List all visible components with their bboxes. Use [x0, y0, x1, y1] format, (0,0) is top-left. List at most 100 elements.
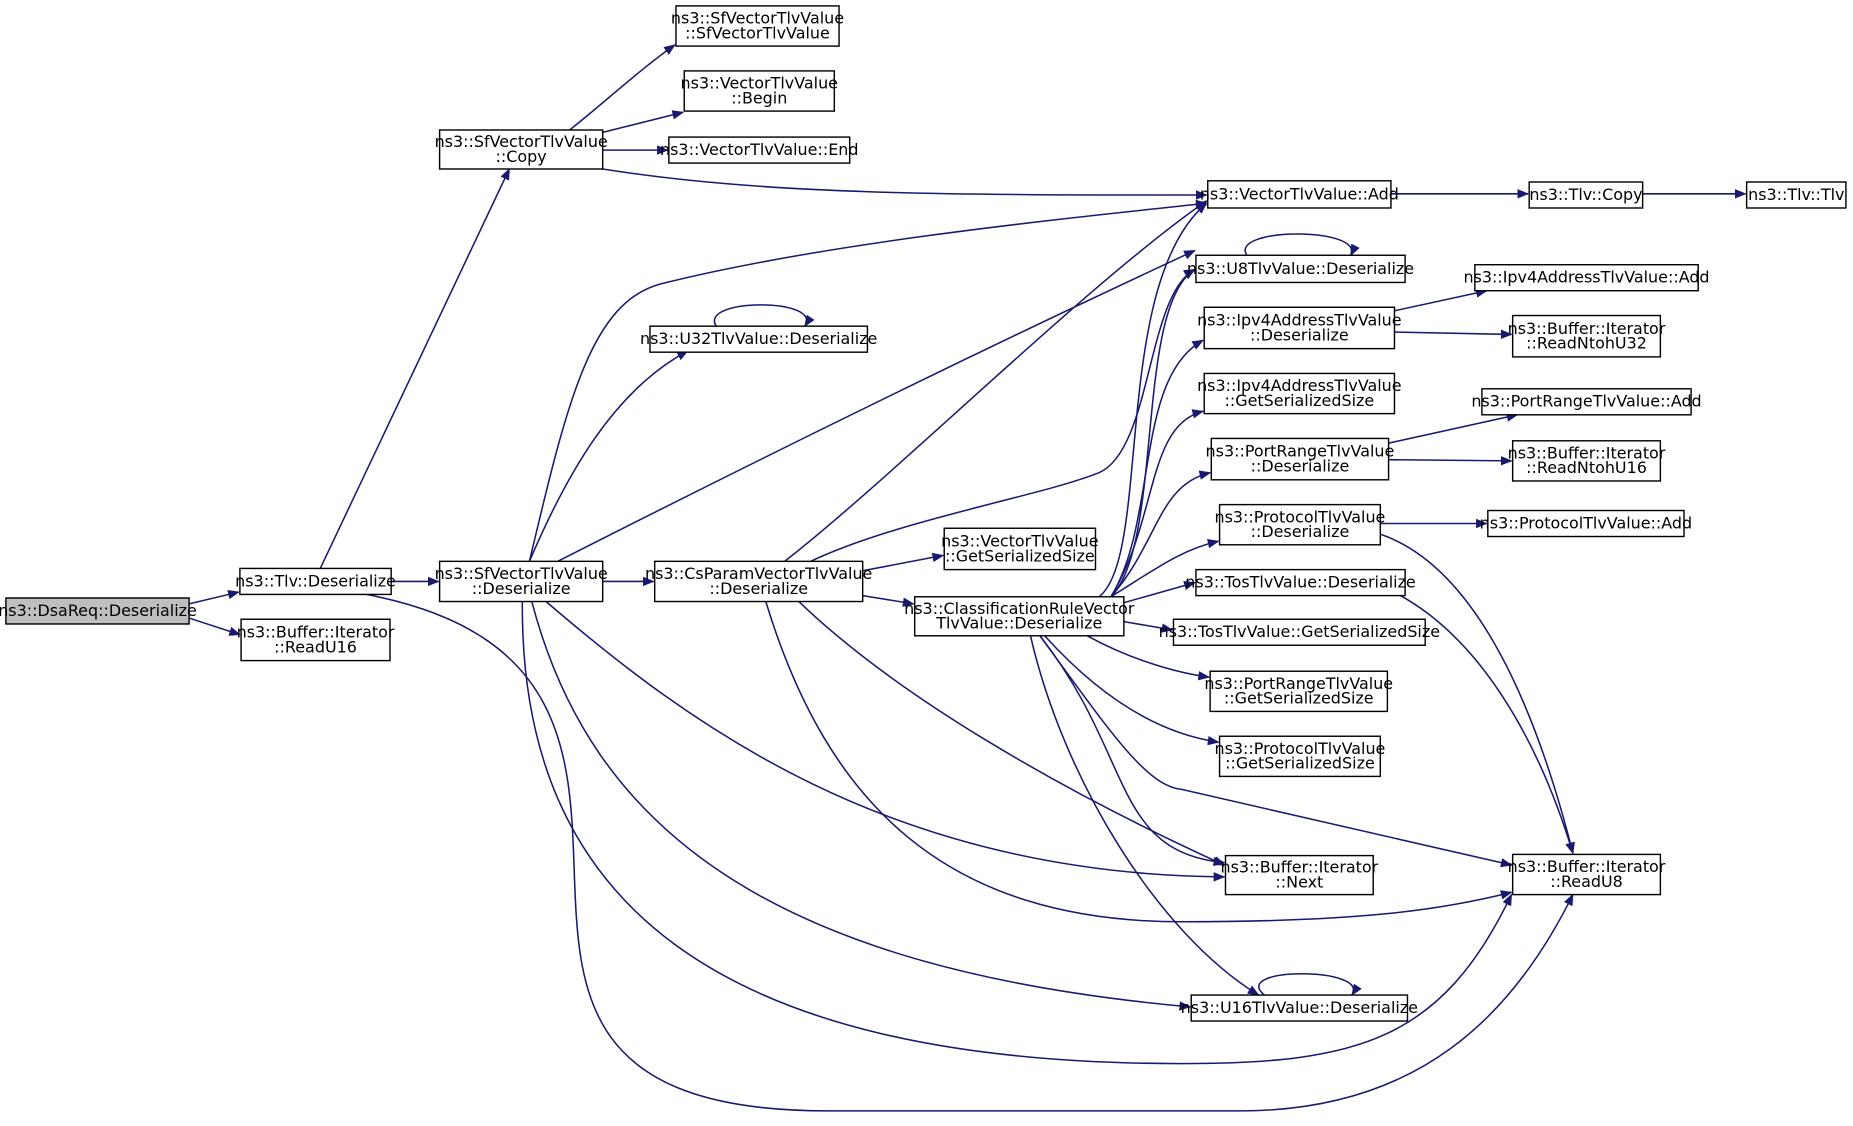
edge-dsareq_deserialize-to-buffer_iterator_readu16: [188, 617, 242, 636]
node-label: ns3::Ipv4AddressTlvValue::Add: [1463, 268, 1709, 287]
edge-classrule_deserialize-to-u16_deserialize: [1029, 635, 1260, 996]
node-label: ns3::TosTlvValue::Deserialize: [1185, 573, 1415, 592]
node-buffer_iterator_readu8[interactable]: ns3::Buffer::Iterator::ReadU8: [1508, 853, 1666, 896]
node-tlv_copy[interactable]: ns3::Tlv::Copy: [1528, 181, 1644, 209]
node-ipv4_add[interactable]: ns3::Ipv4AddressTlvValue::Add: [1463, 264, 1710, 292]
node-u8_deserialize[interactable]: ns3::U8TlvValue::Deserialize: [1187, 254, 1414, 284]
edge-classrule_deserialize-to-vector_add: [1098, 202, 1208, 598]
node-portrange_getserializedsize[interactable]: ns3::PortRangeTlvValue::GetSerializedSiz…: [1204, 670, 1393, 713]
node-box: [1195, 568, 1406, 597]
node-buffer_iterator_next[interactable]: ns3::Buffer::Iterator::Next: [1220, 854, 1379, 896]
edge-portrange_deserialize-to-buffer_iterator_readntohu16: [1388, 456, 1513, 466]
node-box: [5, 597, 190, 625]
node-label: ns3::U8TlvValue::Deserialize: [1187, 259, 1414, 278]
node-label: ns3::VectorTlvValue: [941, 532, 1098, 551]
edge-csparam_deserialize-to-buffer_iterator_next: [798, 600, 1226, 866]
edge-classrule_deserialize-to-buffer_iterator_readu8: [1039, 635, 1513, 868]
node-label: ns3::TosTlvValue::GetSerializedSize: [1159, 622, 1440, 641]
node-ipv4_getserializedsize[interactable]: ns3::Ipv4AddressTlvValue::GetSerializedS…: [1197, 372, 1402, 415]
node-box: [239, 567, 392, 596]
node-buffer_iterator_readntohu32[interactable]: ns3::Buffer::Iterator::ReadNtohU32: [1508, 314, 1666, 358]
node-label: ns3::Tlv::Deserialize: [235, 571, 396, 590]
node-label: ns3::VectorTlvValue::Add: [1200, 184, 1399, 203]
node-label: ns3::Buffer::Iterator: [1220, 858, 1378, 877]
edge-csparam_deserialize-to-u8_deserialize: [810, 268, 1196, 563]
node-label: ns3::U16TlvValue::Deserialize: [1181, 998, 1418, 1017]
node-tlv_tlv[interactable]: ns3::Tlv::Tlv: [1745, 181, 1847, 209]
node-box: [1511, 853, 1662, 896]
node-label: ns3::Ipv4AddressTlvValue: [1197, 311, 1402, 330]
node-box: [683, 70, 836, 112]
node-vector_getserializedsize[interactable]: ns3::VectorTlvValue::GetSerializedSize: [941, 527, 1099, 571]
node-protocol_getserializedsize[interactable]: ns3::ProtocolTlvValue::GetSerializedSize: [1214, 735, 1385, 778]
edge-classrule_deserialize-to-ipv4_getserializedsize: [1110, 409, 1205, 598]
node-ipv4_deserialize[interactable]: ns3::Ipv4AddressTlvValue::Deserialize: [1197, 306, 1402, 350]
node-box: [1224, 854, 1374, 896]
node-box: [1207, 180, 1392, 209]
node-label: ns3::Buffer::Iterator: [1508, 319, 1666, 338]
edges-layer: [188, 44, 1747, 1112]
edge-tlv_deserialize-to-buffer_iterator_readu8: [366, 593, 1574, 1112]
edge-classrule_deserialize-to-tos_deserialize: [1123, 580, 1196, 604]
node-label: ::GetSerializedSize: [1225, 391, 1375, 410]
node-u32_deserialize[interactable]: ns3::U32TlvValue::Deserialize: [640, 325, 877, 353]
node-vector_end[interactable]: ns3::VectorTlvValue::End: [660, 136, 859, 164]
node-u16_deserialize[interactable]: ns3::U16TlvValue::Deserialize: [1181, 994, 1418, 1022]
edge-sfvector_deserialize-to-buffer_iterator_next: [545, 600, 1226, 882]
node-label: ::Deserialize: [1251, 456, 1350, 475]
node-portrange_add[interactable]: ns3::PortRangeTlvValue::Add: [1471, 388, 1702, 416]
edge-portrange_deserialize-to-portrange_add: [1388, 412, 1519, 444]
edge-csparam_deserialize-to-vector_getserializedsize: [862, 552, 945, 572]
node-vector_add[interactable]: ns3::VectorTlvValue::Add: [1200, 180, 1399, 209]
node-vector_begin[interactable]: ns3::VectorTlvValue::Begin: [681, 70, 838, 112]
node-box: [1511, 440, 1662, 482]
node-label: ::Copy: [496, 147, 547, 166]
nodes-group: ns3::DsaReq::Deserialize ns3::Tlv::Deseri…: [0, 5, 1847, 1022]
node-classrule_deserialize[interactable]: ns3::ClassificationRuleVectorTlvValue::D…: [904, 596, 1135, 637]
node-protocol_deserialize[interactable]: ns3::ProtocolTlvValue::Deserialize: [1214, 503, 1385, 546]
node-label: ns3::Ipv4AddressTlvValue: [1197, 376, 1402, 395]
edge-csparam_deserialize-to-buffer_iterator_readu8: [765, 601, 1513, 923]
node-box: [1511, 314, 1662, 358]
node-label: ns3::ProtocolTlvValue::Add: [1480, 513, 1692, 532]
node-tlv_deserialize[interactable]: ns3::Tlv::Deserialize: [235, 567, 396, 596]
node-label: ns3::PortRangeTlvValue: [1206, 442, 1395, 461]
node-box: [1195, 254, 1406, 284]
node-sfvector_ctor[interactable]: ns3::SfVectorTlvValue::SfVectorTlvValue: [671, 5, 844, 47]
node-label: ns3::VectorTlvValue::End: [660, 140, 858, 159]
node-label: ns3::VectorTlvValue: [681, 74, 838, 93]
edge-classrule_deserialize-to-portrange_deserialize: [1110, 470, 1212, 598]
node-box: [1203, 306, 1396, 350]
node-box: [1203, 372, 1396, 415]
edge-sfvector_deserialize-to-buffer_iterator_readu8: [521, 601, 1513, 1065]
node-buffer_iterator_readu16[interactable]: ns3::Buffer::Iterator::ReadU16: [237, 618, 395, 662]
node-portrange_deserialize[interactable]: ns3::PortRangeTlvValue::Deserialize: [1206, 437, 1395, 481]
node-box: [1172, 618, 1426, 646]
node-label: ns3::DsaReq::Deserialize: [0, 601, 197, 620]
node-label: ns3::Tlv::Tlv: [1748, 185, 1844, 204]
node-box: [1218, 735, 1382, 778]
node-sfvector_deserialize[interactable]: ns3::SfVectorTlvValue::Deserialize: [435, 560, 608, 603]
node-dsareq_deserialize[interactable]: ns3::DsaReq::Deserialize: [0, 597, 197, 625]
node-label: ::SfVectorTlvValue: [685, 23, 830, 42]
node-box: [1745, 181, 1847, 209]
node-label: ns3::Buffer::Iterator: [237, 623, 395, 642]
edge-sfvector_deserialize-to-u32_deserialize: [528, 350, 689, 562]
node-tos_deserialize[interactable]: ns3::TosTlvValue::Deserialize: [1185, 568, 1416, 597]
node-buffer_iterator_readntohu16[interactable]: ns3::Buffer::Iterator::ReadNtohU16: [1508, 440, 1666, 482]
node-label: ::GetSerializedSize: [1224, 689, 1374, 708]
node-sfvector_copy[interactable]: ns3::SfVectorTlvValue::Copy: [435, 129, 608, 170]
node-protocol_add[interactable]: ns3::ProtocolTlvValue::Add: [1480, 509, 1692, 538]
edge-classrule_deserialize-to-protocol_deserialize: [1110, 538, 1220, 598]
edge-classrule_deserialize-to-u8_deserialize: [1110, 268, 1196, 598]
node-label: ns3::ProtocolTlvValue: [1214, 739, 1385, 758]
node-box: [675, 5, 840, 47]
node-csparam_deserialize[interactable]: ns3::CsParamVectorTlvValue::Deserialize: [645, 560, 872, 603]
node-label: ::Begin: [731, 88, 787, 107]
node-box: [913, 596, 1125, 637]
node-tos_getserializedsize[interactable]: ns3::TosTlvValue::GetSerializedSize: [1159, 618, 1440, 646]
node-label: ::ReadNtohU16: [1526, 458, 1647, 477]
edge-csparam_deserialize-to-vector_add: [784, 200, 1208, 562]
node-label: ns3::PortRangeTlvValue: [1204, 674, 1393, 693]
